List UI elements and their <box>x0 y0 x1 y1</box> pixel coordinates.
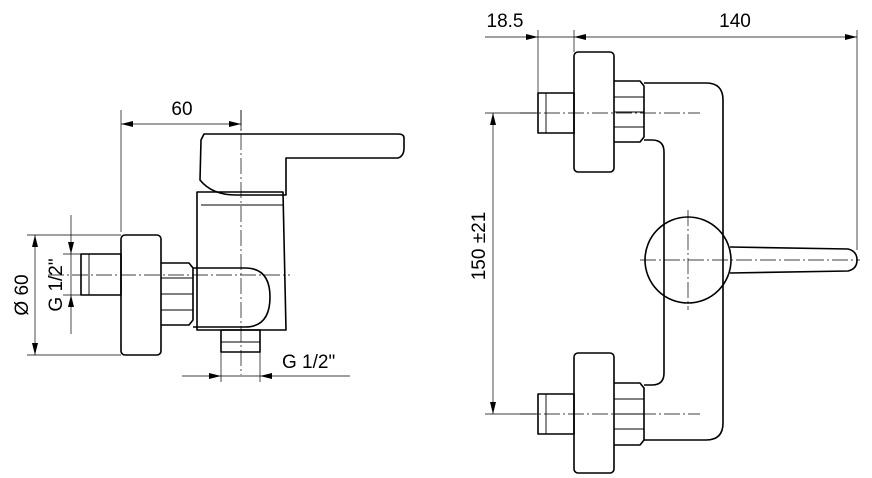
side-bottom-outlet <box>220 329 261 353</box>
dim-offset: 18.5 <box>487 11 524 32</box>
side-body <box>196 191 287 331</box>
side-view <box>48 110 405 375</box>
front-top-flange <box>573 51 615 173</box>
dim-side-thread: G 1/2" <box>46 258 67 311</box>
dim-center-distance: 150 ±21 <box>469 212 490 281</box>
side-pipe-stub <box>80 253 122 296</box>
dim-bottom-thread: G 1/2" <box>282 352 335 373</box>
dim-diameter: Ø 60 <box>12 274 33 315</box>
side-lever <box>199 133 405 196</box>
side-outlet-housing <box>193 267 271 328</box>
front-dimensions: 18.5 140 150 ±21 <box>469 11 858 415</box>
dim-front-length: 140 <box>719 11 751 32</box>
front-view <box>520 51 860 474</box>
front-bottom-flange <box>573 352 615 474</box>
dim-side-width: 60 <box>171 99 192 120</box>
front-top-nut <box>614 80 645 143</box>
front-body <box>644 82 724 441</box>
side-flange <box>120 234 162 356</box>
side-dimensions: 60 Ø 60 G 1/2" G 1/2" <box>12 99 350 382</box>
